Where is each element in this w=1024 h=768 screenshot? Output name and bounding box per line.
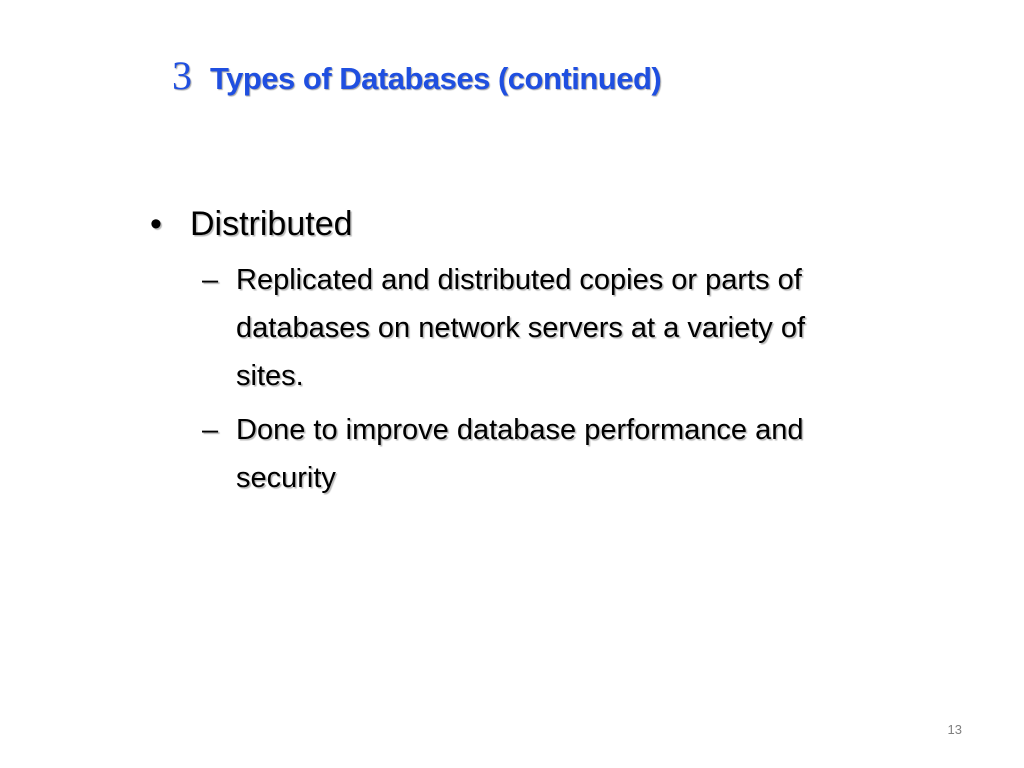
slide-title-row: 3 Types of Databases (continued) xyxy=(172,52,662,108)
bullet-item: • Distributed xyxy=(150,198,870,250)
slide-title: Types of Databases (continued) xyxy=(210,61,662,96)
dash-marker: – xyxy=(202,414,219,446)
bullet-marker: • xyxy=(150,205,162,243)
dash-marker: – xyxy=(202,264,219,296)
sub-bullet-text: Done to improve database performance and… xyxy=(236,414,804,494)
bullet-text: Distributed xyxy=(190,205,353,243)
page-number: 13 xyxy=(947,722,962,737)
sub-bullet-text: Replicated and distributed copies or par… xyxy=(236,264,806,392)
slide-body: • Distributed – Replicated and distribut… xyxy=(150,198,870,508)
sub-bullet-item: – Done to improve database performance a… xyxy=(202,406,870,502)
sub-bullet-item: – Replicated and distributed copies or p… xyxy=(202,256,870,400)
section-number: 3 xyxy=(172,53,192,98)
sub-bullet-list: – Replicated and distributed copies or p… xyxy=(202,256,870,502)
